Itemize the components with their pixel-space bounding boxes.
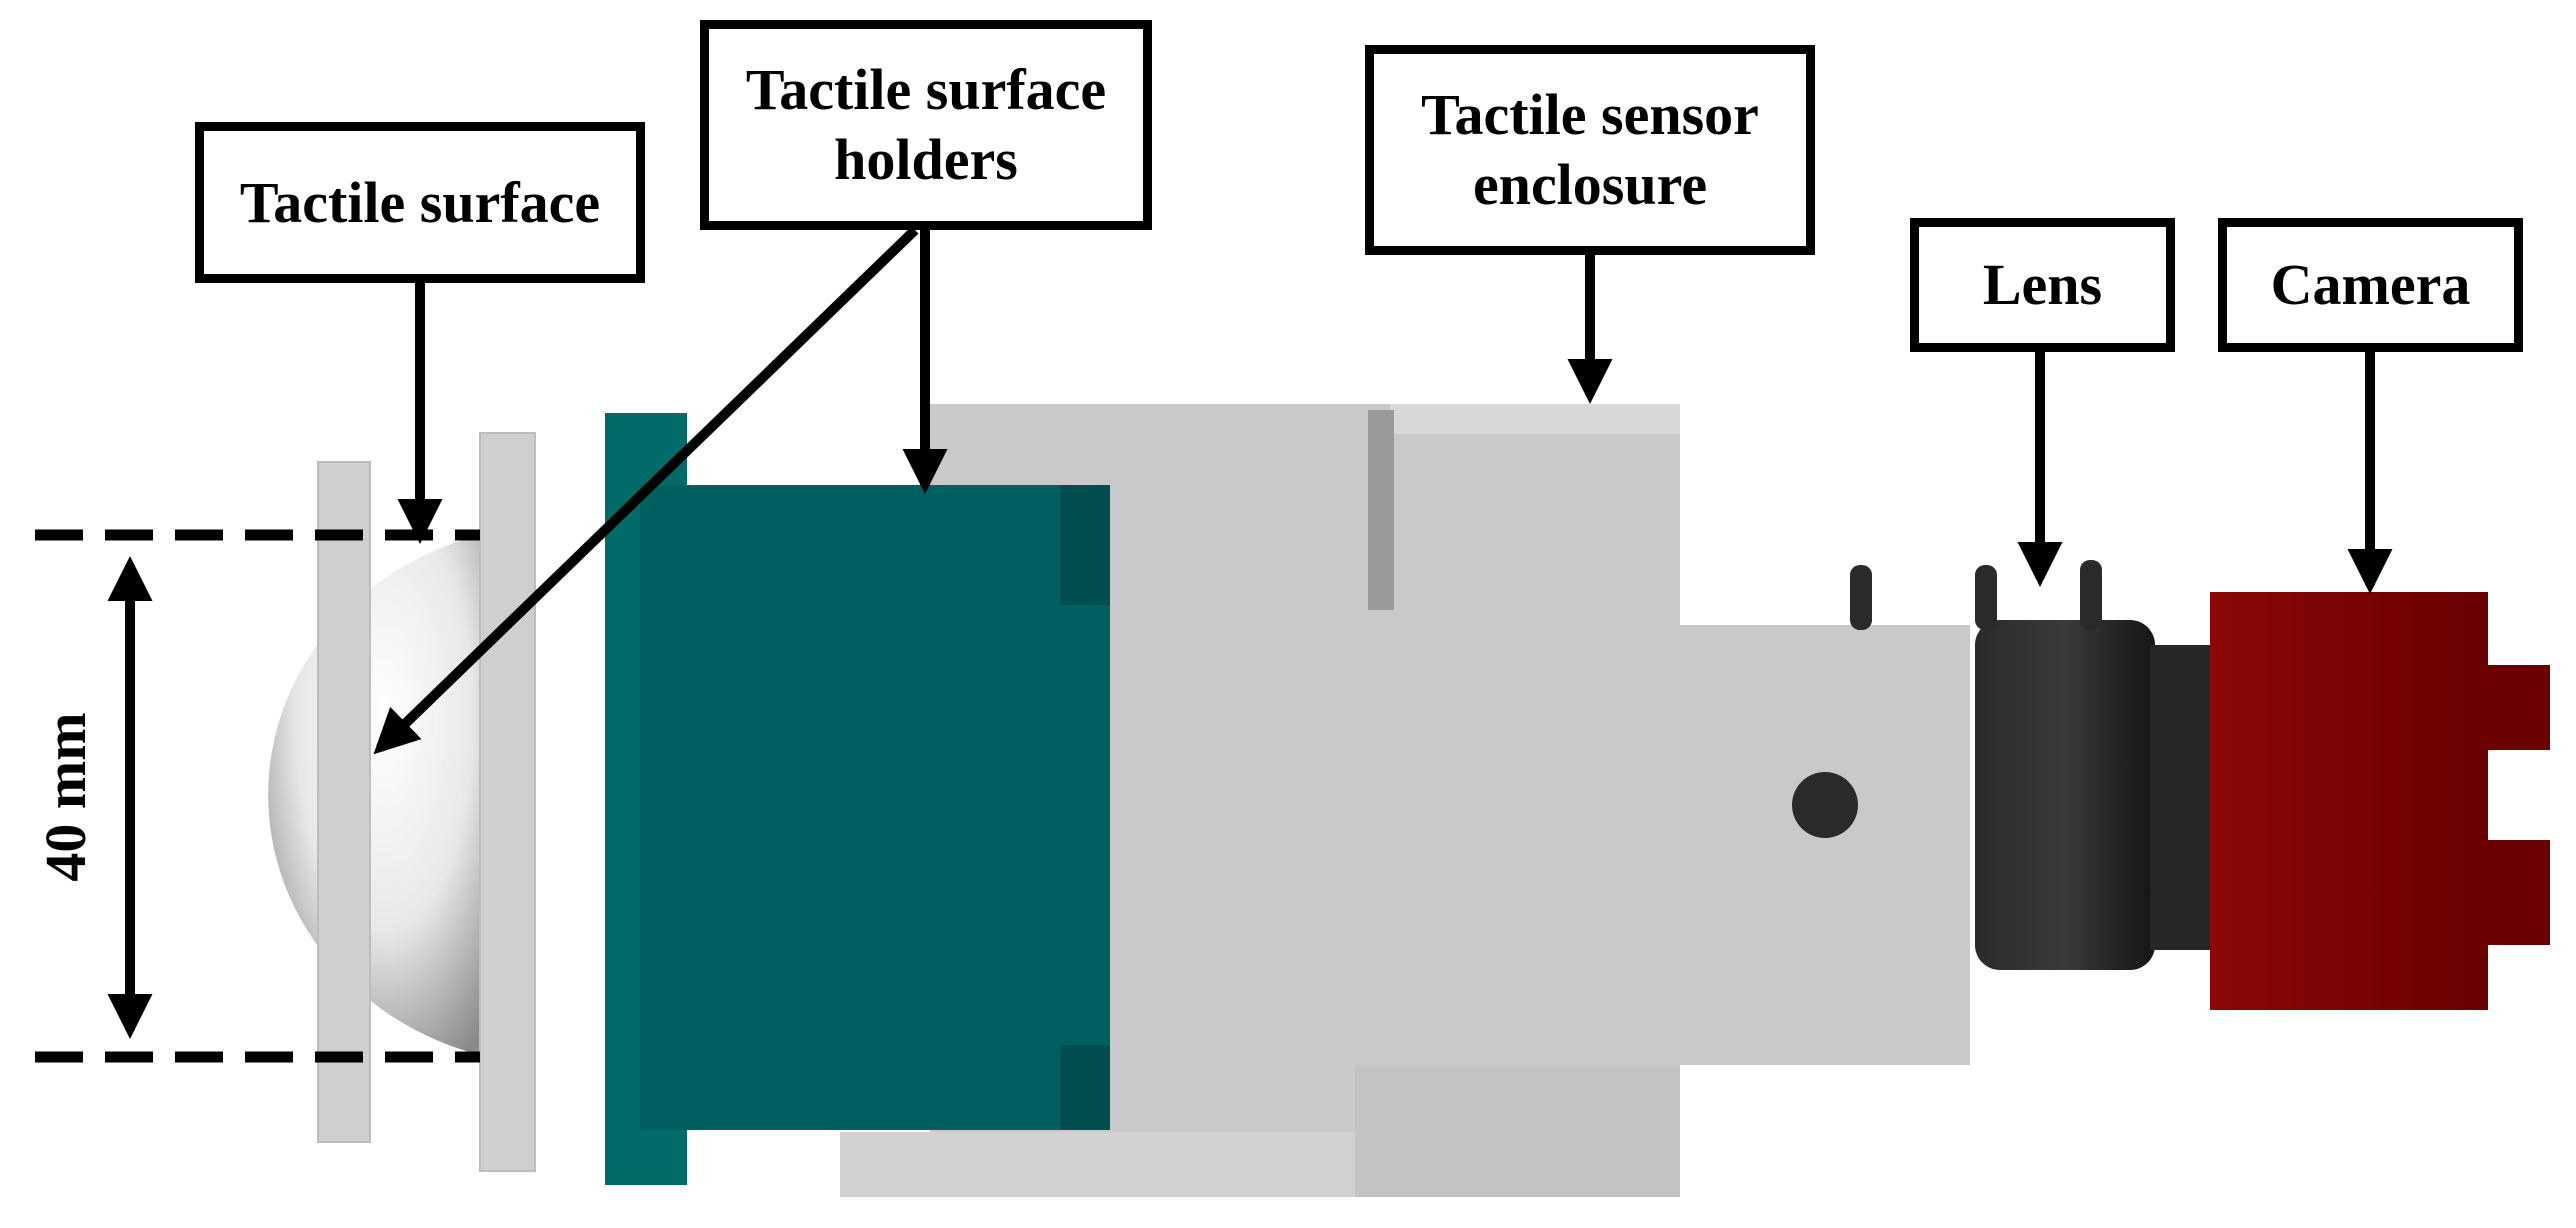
camera-label: Camera bbox=[2218, 218, 2523, 352]
tactile-surface-dome bbox=[268, 535, 480, 1055]
camera-body bbox=[2210, 592, 2550, 1010]
camera-label-text: Camera bbox=[2270, 252, 2471, 318]
surface-holders-label-line2: holders bbox=[834, 127, 1018, 192]
tactile-surface-holder bbox=[605, 413, 1110, 1185]
sensor-enclosure-label: Tactile sensor enclosure bbox=[1365, 45, 1815, 255]
enclosure-screw bbox=[1792, 772, 1858, 838]
surface-holder-plate-front bbox=[317, 461, 371, 1143]
holders-callout-diagonal bbox=[373, 226, 919, 755]
lens-body bbox=[1850, 560, 2210, 970]
sensor-enclosure-label-line2: enclosure bbox=[1472, 152, 1708, 217]
lens-label-text: Lens bbox=[1982, 252, 2103, 318]
surface-holders-label: Tactile surface holders bbox=[700, 20, 1152, 230]
dimension-label: 40 mm bbox=[33, 712, 98, 882]
sensor-enclosure-label-line1: Tactile sensor bbox=[1421, 82, 1759, 148]
surface-holders-label-line1: Tactile surface bbox=[745, 57, 1107, 123]
tactile-surface-label: Tactile surface bbox=[195, 122, 645, 283]
lens-label: Lens bbox=[1910, 218, 2175, 352]
tactile-surface-label-text: Tactile surface bbox=[239, 169, 601, 235]
surface-holder-plate-back bbox=[479, 432, 536, 1172]
